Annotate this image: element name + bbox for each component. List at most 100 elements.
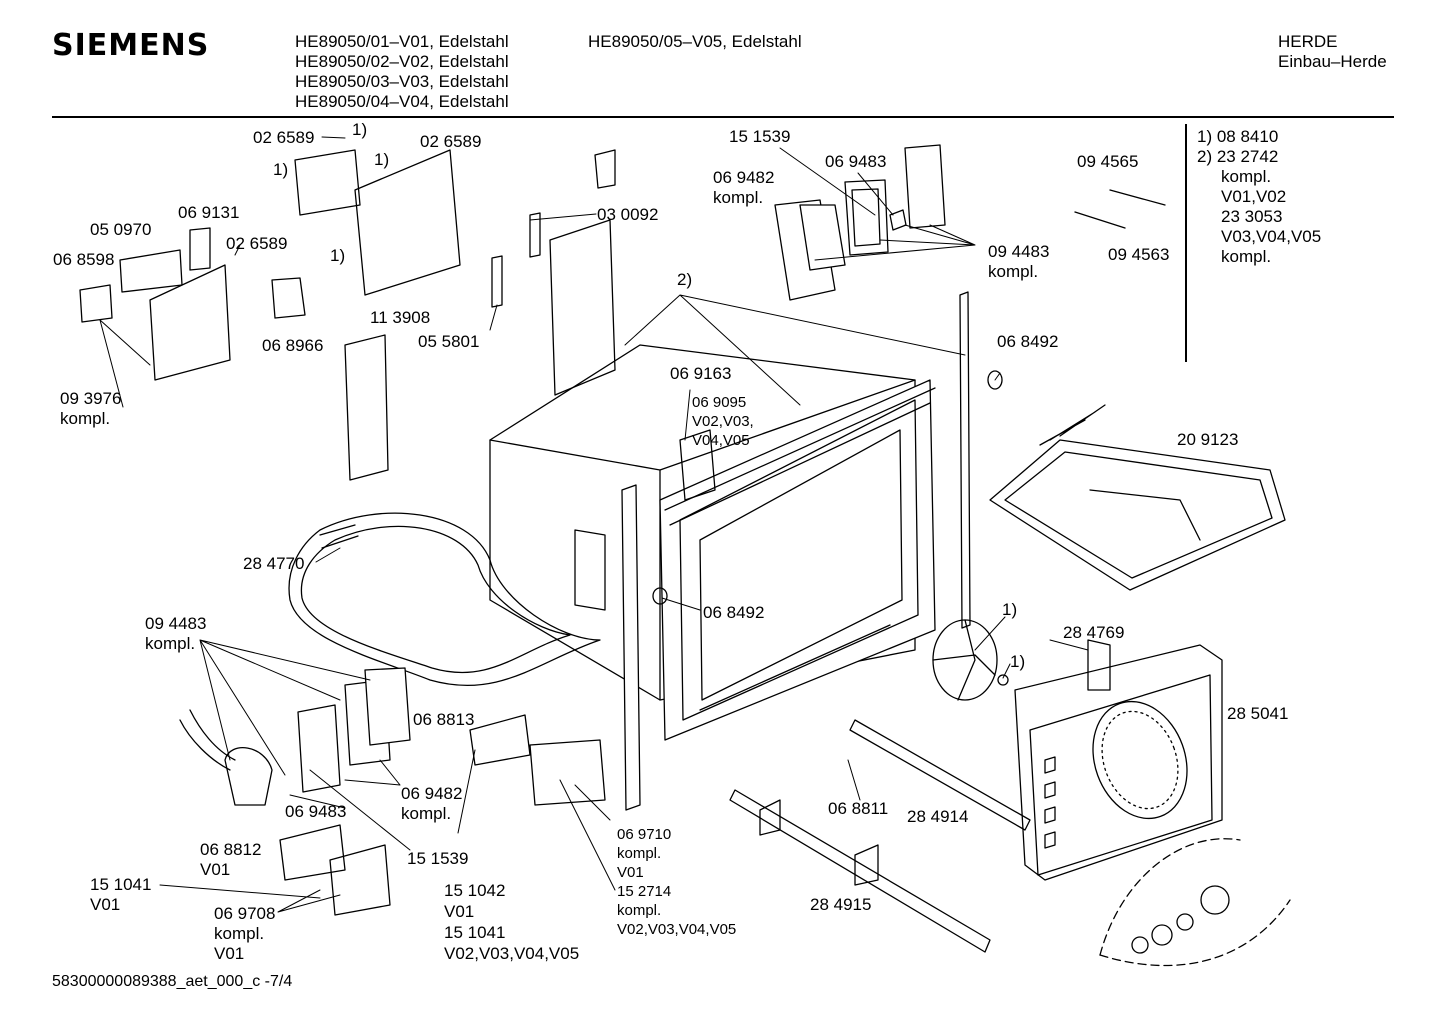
model-entry: HE89050/01–V01, Edelstahl [295,32,509,51]
footnote-divider [1185,124,1187,362]
leader-lines [99,136,1089,913]
variant-label: V01 [444,902,475,921]
part-number-label: 09 3976 [60,389,122,408]
part-number-label: 28 4914 [907,807,969,826]
subcategory-title: Einbau–Herde [1278,52,1387,71]
header-divider [52,116,1394,118]
category-title: HERDE [1278,32,1338,51]
part-number-label: 28 5041 [1227,704,1289,723]
part-number-label: 02 6589 [420,132,482,151]
variant-label: V04,V05 [692,432,750,449]
variant-label: V02,V03,V04,V05 [617,921,737,938]
oven-cavity-drawing [489,344,936,741]
footnote-entry: kompl. [1221,167,1272,186]
part-number-label: 28 4915 [810,895,872,914]
model-entry: HE89050/02–V02, Edelstahl [295,52,509,71]
footnote-marker: 1) [352,120,368,139]
part-number-label: 28 4769 [1063,623,1125,642]
side-rail-drawing [621,291,971,811]
part-note-label: kompl. [401,804,452,823]
footnote-entry: kompl. [1221,247,1272,266]
part-number-label: 09 4565 [1077,152,1139,171]
part-number-label: 06 9482 [713,168,775,187]
footnote-legend: 1) 08 8410 2) 23 2742 kompl. V01,V02 23 … [1197,127,1321,267]
rear-panel-drawing [1014,639,1223,881]
lamp-assembly-top-drawing [774,144,946,301]
part-number-label: 09 4563 [1108,245,1170,264]
part-number-label: 03 0092 [597,205,659,224]
small-components-drawing [79,149,1166,605]
part-note-label: kompl. [145,634,196,653]
part-number-label: 05 5801 [418,332,480,351]
part-number-label: 15 1041 [90,875,152,894]
footnote-marker: 2) [677,270,693,289]
variant-label: V01 [90,895,121,914]
part-number-label: 09 4483 [145,614,207,633]
footnote-entry: 23 3053 [1221,207,1283,226]
part-number-label: 15 2714 [617,883,672,900]
model-list-secondary: HE89050/05–V05, Edelstahl [588,32,802,52]
part-number-label: 06 8813 [413,710,475,729]
part-number-label: 06 9708 [214,904,276,923]
lamp-assembly-bottom-drawing [179,667,411,806]
part-number-label: 15 1539 [407,849,469,868]
variant-label: V02,V03, [692,413,754,430]
footnote-marker: 1) [330,246,346,265]
footnote-entry: V01,V02 [1221,187,1287,206]
model-entry: HE89050/03–V03, Edelstahl [295,72,509,91]
variant-label: V01 [214,944,245,963]
footnote-marker: 1) [374,150,390,169]
part-number-label: 06 9710 [617,826,672,843]
part-number-label: 15 1042 [444,881,506,900]
footnote-entry: 1) 08 8410 [1197,127,1279,146]
variant-label: V02,V03,V04,V05 [444,944,580,963]
part-note-label: kompl. [988,262,1039,281]
part-number-label: 15 1041 [444,923,506,942]
variant-label: V01 [617,864,644,881]
part-number-label: 06 8492 [997,332,1059,351]
footnote-marker: 1) [1002,600,1018,619]
part-note-label: kompl. [60,409,111,428]
knob-detail-drawing [1099,838,1291,967]
part-number-label: 28 4770 [243,554,305,573]
part-number-label: 20 9123 [1177,430,1239,449]
part-number-label: 09 4483 [988,242,1050,261]
part-number-label: 06 9163 [670,364,732,383]
part-number-label: 06 9482 [401,784,463,803]
brand-logo: SIEMENS [52,28,210,63]
model-list-primary: HE89050/01–V01, Edelstahl HE89050/02–V02… [295,32,509,112]
part-note-label: kompl. [713,188,764,207]
part-number-label: 15 1539 [729,127,791,146]
part-note-label: kompl. [617,902,662,919]
part-number-label: 06 8492 [703,603,765,622]
part-number-label: 11 3908 [370,308,431,327]
part-note-label: kompl. [617,845,662,862]
rail-assembly-drawing [729,719,1031,953]
part-number-label: 02 6589 [253,128,315,147]
part-number-label: 06 8811 [828,799,889,818]
part-number-label: 06 8966 [262,336,324,355]
variant-label: V01 [200,860,231,879]
part-number-label: 06 9095 [692,394,747,411]
category-block: HERDE Einbau–Herde [1278,32,1387,72]
fan-wheel-drawing [932,619,1009,701]
bracket-parts-drawing [149,149,616,916]
model-entry: HE89050/04–V04, Edelstahl [295,92,509,111]
part-number-label: 05 0970 [90,220,152,239]
model-entry: HE89050/05–V05, Edelstahl [588,32,802,51]
part-number-label: 02 6589 [226,234,288,253]
footnote-marker: 1) [273,160,289,179]
footnote-entry: V03,V04,V05 [1221,227,1322,246]
top-heating-element-drawing [989,404,1286,591]
part-number-label: 06 8598 [53,250,115,269]
document-id: 58300000089388_aet_000_c -7/4 [52,973,293,990]
footnote-marker: 1) [1010,652,1026,671]
footnote-entry: 2) 23 2742 [1197,147,1279,166]
part-number-label: 06 9483 [825,152,887,171]
part-number-label: 06 8812 [200,840,262,859]
part-number-label: 06 9483 [285,802,347,821]
bottom-heating-element-drawing [288,512,601,687]
part-note-label: kompl. [214,924,265,943]
part-number-label: 06 9131 [178,203,240,222]
